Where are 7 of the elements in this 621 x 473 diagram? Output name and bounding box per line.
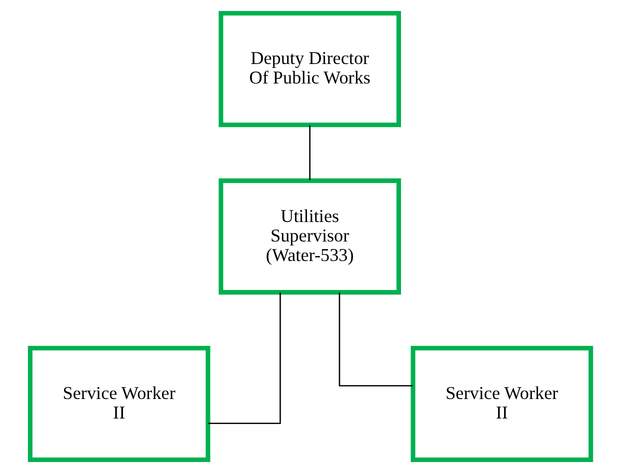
connector xyxy=(309,125,310,180)
node-box: Deputy Director Of Public Works xyxy=(218,11,402,128)
node-box: Service Worker II xyxy=(28,346,210,462)
connector xyxy=(338,292,413,386)
node-box: Utilities Supervisor (Water-533) xyxy=(218,178,402,295)
node-box: Service Worker II xyxy=(410,346,594,462)
connector xyxy=(208,292,281,424)
